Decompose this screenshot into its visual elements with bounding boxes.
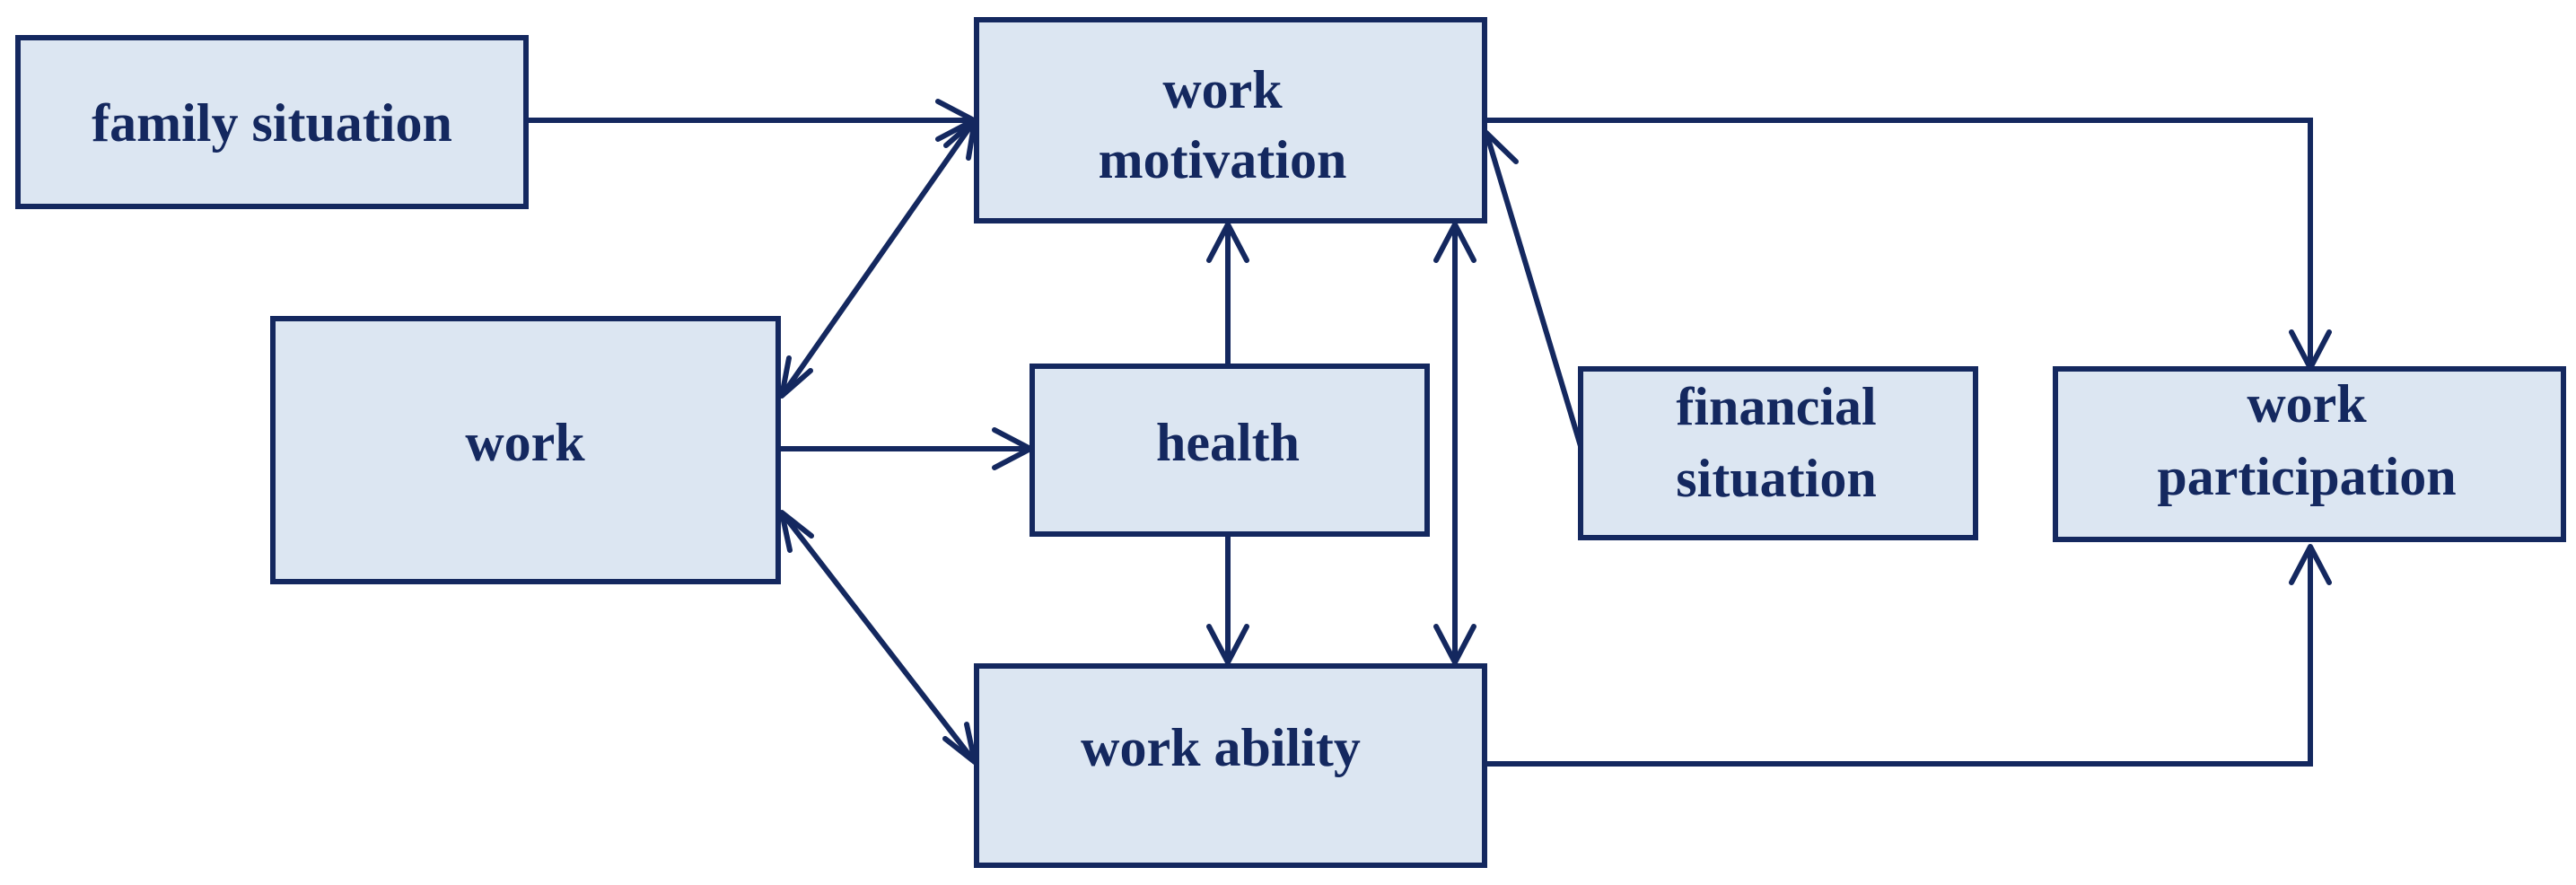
- work-box: [270, 316, 781, 584]
- node-family-situation: family situation: [15, 35, 529, 209]
- work-participation-label-line1: work: [2247, 374, 2367, 434]
- family-situation-label: family situation: [92, 93, 452, 153]
- edges: [528, 99, 2332, 767]
- node-health: health: [1030, 364, 1430, 537]
- node-work-ability: work ability: [974, 663, 1487, 868]
- arrowhead-to-motivation-from-ability: [1433, 222, 1476, 263]
- node-work-motivation: work motivation: [974, 17, 1487, 223]
- arrowhead-to-motivation-from-health: [1206, 222, 1249, 263]
- node-work-participation: work participation: [2053, 366, 2566, 542]
- work-ability-label: work ability: [1081, 718, 1361, 777]
- edge-financial-to-motivation: [1484, 132, 1583, 447]
- edge-work-to-ability: [779, 511, 977, 764]
- arrowhead-to-work-from-motivation: [779, 355, 813, 399]
- work-participation-label-line2: participation: [2157, 447, 2456, 506]
- financial-situation-box: [1578, 366, 1978, 540]
- node-work: work: [270, 316, 781, 584]
- work-motivation-label-line1: work: [1162, 60, 1283, 119]
- edge-ability-to-participation: [1486, 547, 2313, 767]
- family-situation-box: [15, 35, 529, 209]
- node-financial-situation: financial situation: [1578, 366, 1978, 540]
- work-motivation-label-line2: motivation: [1099, 130, 1347, 189]
- edge-motivation-to-participation: [1486, 118, 2313, 368]
- arrowhead-to-ability-from-motivation: [1433, 624, 1476, 665]
- financial-situation-label-line2: situation: [1676, 449, 1876, 508]
- arrowhead-to-ability-from-health: [1206, 624, 1249, 665]
- health-box: [1030, 364, 1430, 537]
- financial-situation-label-line1: financial: [1676, 377, 1876, 436]
- arrowhead-to-participation-from-ability: [2289, 544, 2332, 585]
- work-label: work: [465, 413, 585, 472]
- health-label: health: [1156, 413, 1300, 472]
- arrowhead-to-work-from-ability: [779, 510, 814, 553]
- edge-work-to-motivation: [779, 118, 977, 398]
- work-motivation-box: [974, 17, 1487, 223]
- work-participation-box: [2053, 366, 2566, 542]
- work-ability-box: [974, 663, 1487, 868]
